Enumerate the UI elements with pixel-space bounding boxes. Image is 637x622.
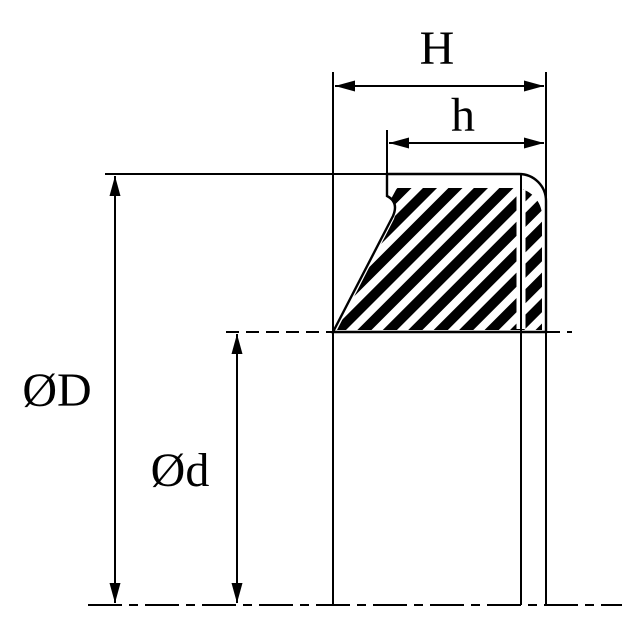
- seal-hatch: [337, 188, 542, 330]
- arrowhead-h-left: [389, 137, 409, 149]
- seal-cross-section: [331, 172, 548, 605]
- arrowhead-Od-bottom: [231, 583, 243, 603]
- dimension-inner-diameter: Ød: [151, 334, 243, 603]
- arrowhead-H-right: [524, 80, 544, 92]
- arrowhead-OD-bottom: [109, 583, 121, 603]
- reference-lines: [88, 72, 622, 606]
- dimension-label-Od: Ød: [151, 444, 210, 497]
- dimension-label-h: h: [451, 89, 475, 142]
- arrowhead-OD-top: [109, 176, 121, 196]
- dimension-h: h: [389, 89, 544, 149]
- arrowhead-h-right: [524, 137, 544, 149]
- dimension-H: H: [335, 22, 544, 92]
- dimension-label-OD: ØD: [22, 364, 91, 417]
- dimension-outer-diameter: ØD: [22, 176, 121, 603]
- dimension-label-H: H: [420, 22, 455, 75]
- arrowhead-H-left: [335, 80, 355, 92]
- arrowhead-Od-top: [231, 334, 243, 354]
